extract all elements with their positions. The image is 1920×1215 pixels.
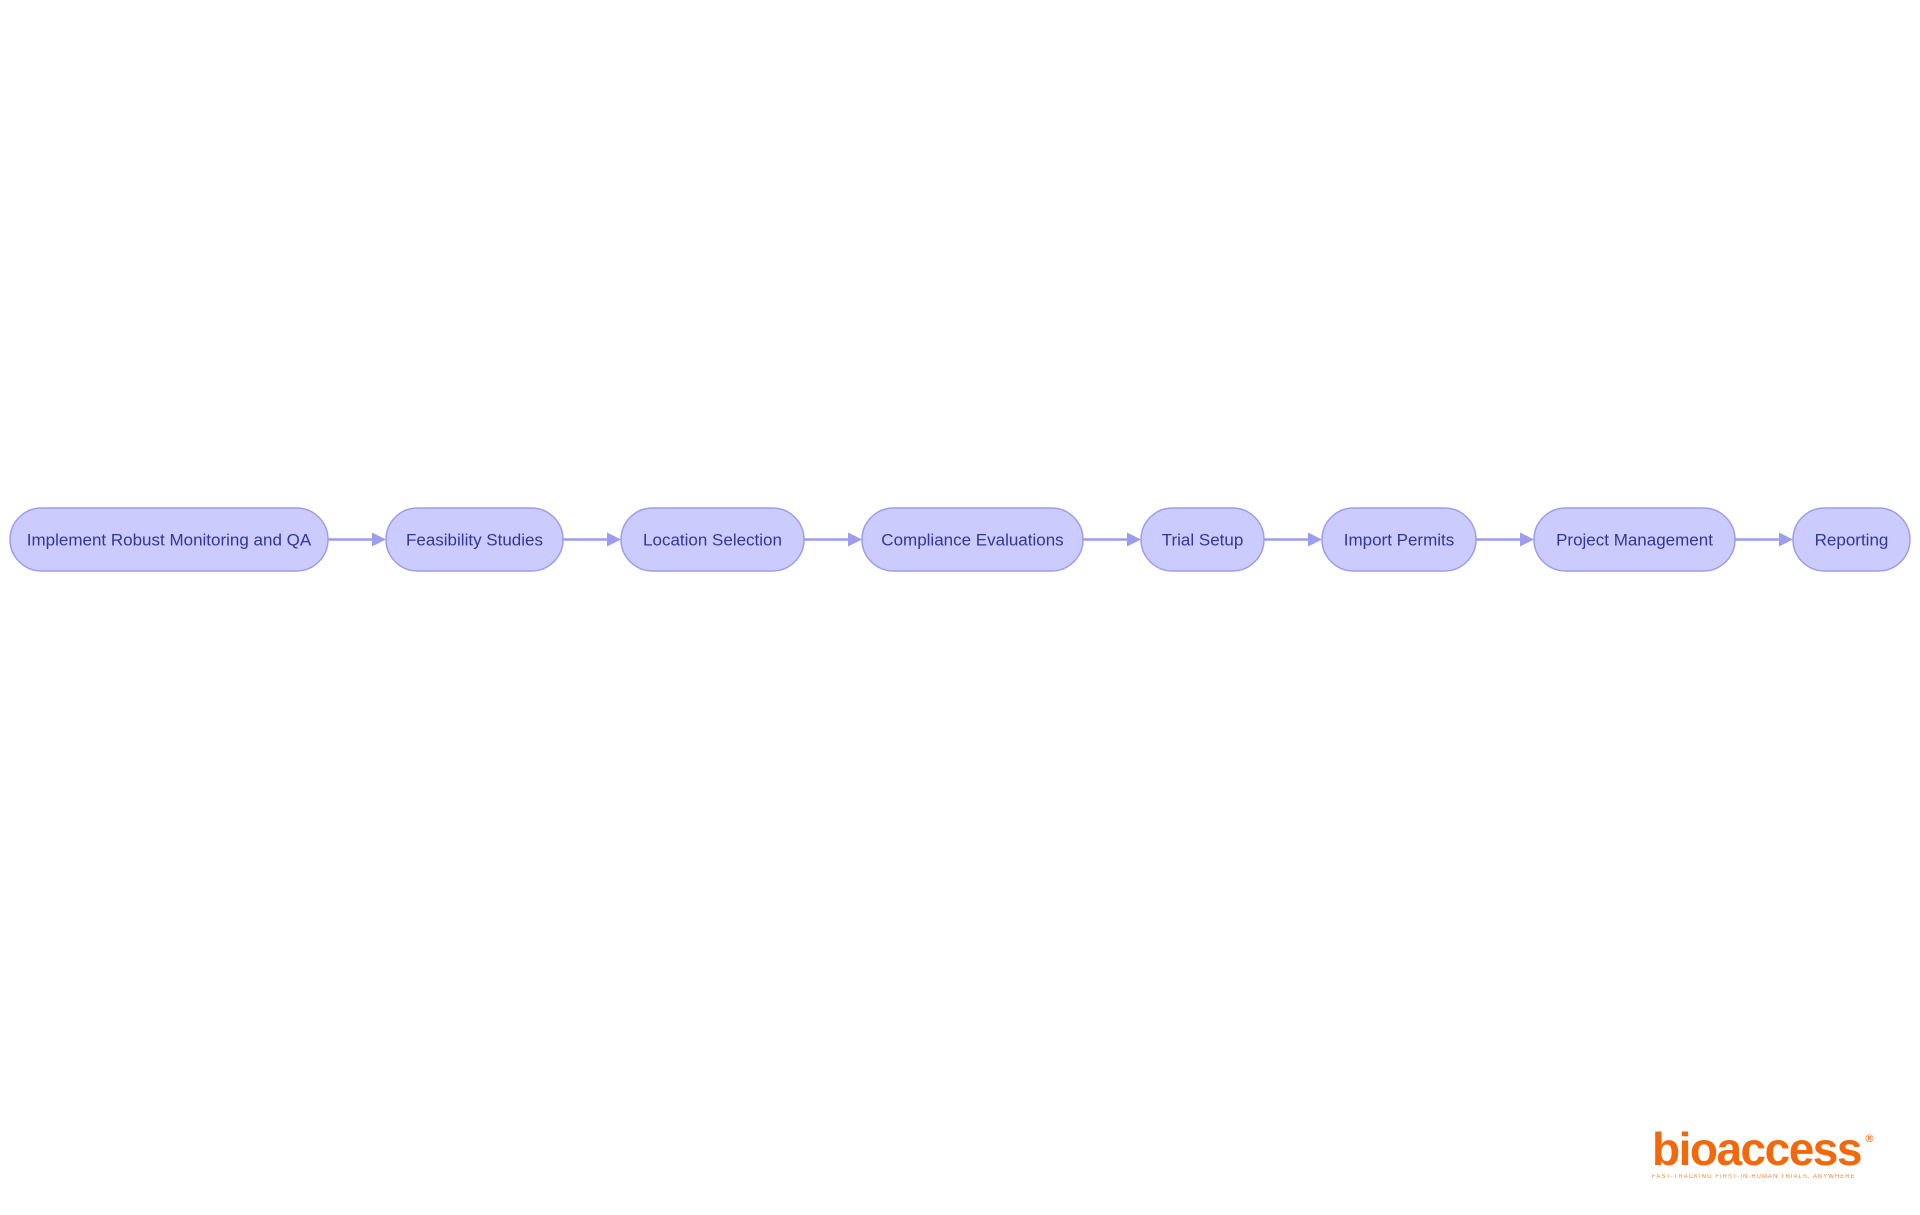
flow-node-label: Location Selection (643, 531, 782, 550)
flow-node-n2: Feasibility Studies (385, 507, 564, 572)
flow-node-label: Feasibility Studies (406, 531, 543, 550)
flow-node-n7: Project Management (1533, 507, 1736, 572)
flow-node-n4: Compliance Evaluations (861, 507, 1084, 572)
flow-node-shape (385, 507, 564, 572)
flowchart-edges (328, 532, 1793, 547)
arrowhead-icon (607, 532, 621, 547)
flow-node-n6: Import Permits (1321, 507, 1477, 572)
flow-node-n1: Implement Robust Monitoring and QA (9, 507, 329, 572)
flow-node-shape (1792, 507, 1911, 572)
flow-node-n8: Reporting (1792, 507, 1911, 572)
arrowhead-icon (372, 532, 386, 547)
logo-wordmark: bioaccess (1652, 1123, 1862, 1175)
flow-edge-arrow (804, 532, 862, 547)
arrowhead-icon (1520, 532, 1534, 547)
flow-node-label: Compliance Evaluations (881, 531, 1063, 550)
flow-edge-arrow (563, 532, 621, 547)
flow-node-shape (1140, 507, 1265, 572)
flow-edge-arrow (328, 532, 386, 547)
flowchart-nodes: Implement Robust Monitoring and QA Feasib… (9, 507, 1911, 572)
arrowhead-icon (848, 532, 862, 547)
bioaccess-logo: bioaccess ® FAST-TRACKING FIRST-IN-HUMAN… (1652, 1123, 1875, 1182)
flow-edge-arrow (1083, 532, 1141, 547)
flow-node-label: Import Permits (1344, 531, 1455, 550)
flow-node-n3: Location Selection (620, 507, 805, 572)
flow-node-shape (861, 507, 1084, 572)
flow-node-shape (1533, 507, 1736, 572)
flow-node-shape (9, 507, 329, 572)
registered-mark-icon: ® (1864, 1132, 1875, 1145)
flow-node-label: Trial Setup (1162, 531, 1244, 550)
flow-node-shape (620, 507, 805, 572)
arrowhead-icon (1779, 532, 1793, 547)
flow-edge-arrow (1264, 532, 1322, 547)
arrowhead-icon (1127, 532, 1141, 547)
flow-node-n5: Trial Setup (1140, 507, 1265, 572)
flow-node-label: Implement Robust Monitoring and QA (27, 531, 312, 550)
flow-edge-arrow (1476, 532, 1534, 547)
flow-node-label: Reporting (1815, 531, 1889, 550)
arrowhead-icon (1308, 532, 1322, 547)
flow-node-shape (1321, 507, 1477, 572)
flow-edge-arrow (1735, 532, 1793, 547)
logo-tagline: FAST-TRACKING FIRST-IN-HUMAN TRIALS, ANY… (1652, 1174, 1856, 1180)
flow-node-label: Project Management (1556, 531, 1713, 550)
